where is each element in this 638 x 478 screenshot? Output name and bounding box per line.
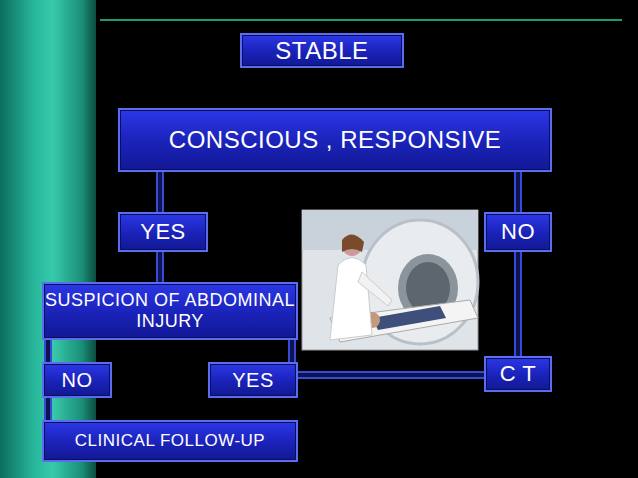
connector-bar xyxy=(292,340,293,362)
connector-bar xyxy=(160,252,161,282)
flow-box: C T xyxy=(484,356,552,392)
flow-box: NO xyxy=(42,362,112,398)
box-label: SUSPICION OF ABDOMINAL INJURY xyxy=(44,290,296,331)
flow-box: NO xyxy=(484,212,552,252)
box-label: CONSCIOUS , RESPONSIVE xyxy=(169,126,501,154)
flow-box: YES xyxy=(118,212,208,252)
connector-bar xyxy=(160,172,161,212)
connector-bar xyxy=(298,375,484,376)
box-label: C T xyxy=(500,361,537,386)
connector-bar xyxy=(48,340,49,362)
box-label: NO xyxy=(62,369,93,392)
box-label: CLINICAL FOLLOW-UP xyxy=(75,431,265,451)
flow-box: SUSPICION OF ABDOMINAL INJURY xyxy=(42,282,298,340)
connector-bar xyxy=(518,252,519,356)
box-label: YES xyxy=(232,369,274,392)
top-rule xyxy=(100,19,622,21)
connector-bar xyxy=(518,172,519,212)
flow-box: YES xyxy=(208,362,298,398)
box-label: STABLE xyxy=(275,37,368,65)
flow-box: CLINICAL FOLLOW-UP xyxy=(42,420,298,462)
flow-box: STABLE xyxy=(240,33,404,68)
box-label: YES xyxy=(140,219,186,244)
connector-bar xyxy=(48,398,49,420)
ct-scanner-photo xyxy=(302,210,478,350)
box-label: NO xyxy=(501,219,535,244)
flow-box: CONSCIOUS , RESPONSIVE xyxy=(118,108,552,172)
